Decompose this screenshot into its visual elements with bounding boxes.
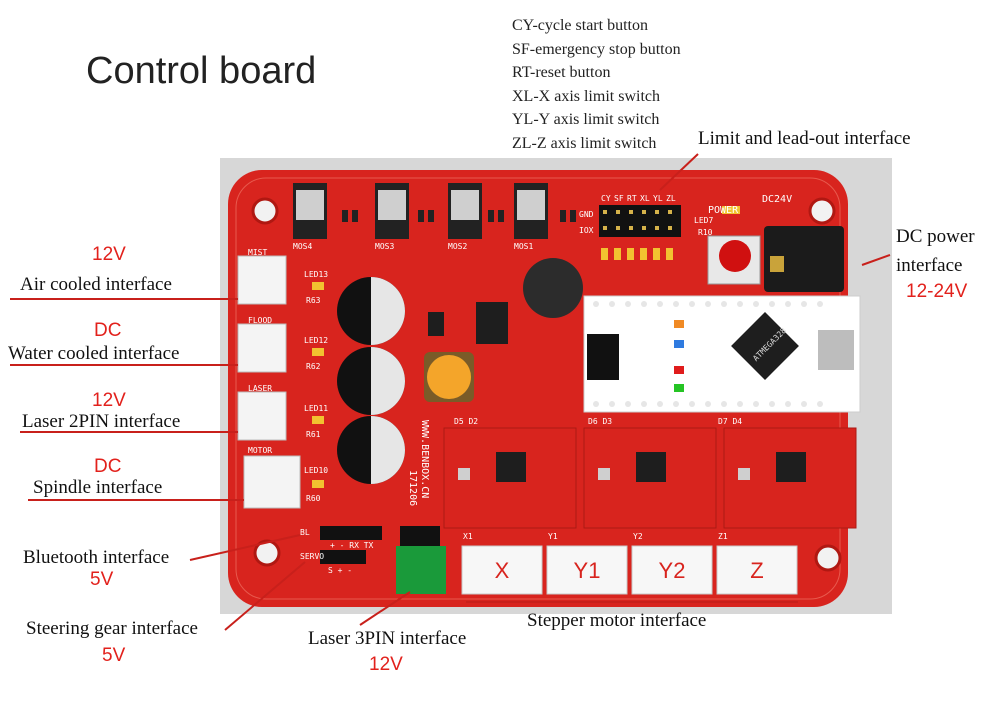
legend-item: RT-reset button: [512, 64, 611, 82]
pointer-lines: [10, 153, 891, 631]
left-connectors: [237, 255, 301, 509]
dc-power-label: DC power: [896, 226, 975, 247]
led-label: LED12: [304, 336, 329, 345]
smd-parts: [342, 210, 576, 222]
legend-item: CY-cycle start button: [512, 17, 648, 34]
mosfet-label: MOS1: [514, 242, 534, 251]
laser3-label: Laser 3PIN interface: [308, 628, 467, 649]
motor-z-label: Z: [750, 558, 764, 583]
mcu-chip: [731, 312, 799, 380]
limit-interface-label: Limit and lead-out interface: [698, 128, 911, 149]
pin-label-sf: SF: [614, 194, 624, 203]
dc24v-label: DC24V: [762, 194, 793, 205]
bluetooth-label: Bluetooth interface: [23, 547, 170, 568]
bluetooth-header: [320, 526, 382, 540]
spindle-voltage: DC: [94, 456, 122, 477]
stepper-drivers: [443, 427, 857, 529]
led-label: LED11: [304, 404, 329, 413]
mosfets: [293, 183, 548, 239]
regulator-chip: [476, 302, 508, 344]
connector-label: MIST: [248, 248, 268, 257]
bt-pin-label: + - RX TX: [330, 541, 374, 550]
laser2-label: Laser 2PIN interface: [22, 411, 181, 432]
resistor-label: R62: [306, 362, 321, 371]
water-cooled-label: Water cooled interface: [8, 343, 180, 364]
driver-label: D5 D2: [454, 417, 479, 426]
abbreviation-legend: CY-cycle start button SF-emergency stop …: [512, 14, 681, 156]
servo-header: [320, 550, 366, 564]
stepper-connectors: [461, 545, 798, 595]
mosfet-label: MOS4: [293, 242, 313, 251]
motor-y2-label: Y2: [658, 558, 686, 583]
water-voltage: DC: [94, 320, 122, 341]
r10-label: R10: [698, 228, 713, 237]
led7-label: LED7: [694, 216, 714, 225]
website-label: WWW.BENBOX.CN: [419, 420, 430, 499]
motor-pin-label: Y1: [548, 532, 558, 541]
servo-voltage: 5V: [102, 645, 126, 666]
connector-label: MOTOR: [248, 446, 273, 455]
resistor-label: R61: [306, 430, 321, 439]
legend-item: XL-X axis limit switch: [512, 87, 660, 105]
air-cooled-label: Air cooled interface: [20, 274, 172, 295]
motor-pin-label: Y2: [633, 532, 643, 541]
servo-board-label: SERVO: [300, 552, 325, 561]
buzzer: [523, 258, 583, 318]
resistor-label: R60: [306, 494, 321, 503]
spindle-label: Spindle interface: [33, 477, 163, 498]
arduino-nano: [583, 295, 861, 413]
laser-3pin-connector: [396, 546, 446, 594]
legend-item: ZL-Z axis limit switch: [512, 134, 657, 152]
bluetooth-voltage: 5V: [90, 569, 114, 590]
connector-label: FLOOD: [248, 316, 273, 325]
dc-jack: [764, 226, 844, 292]
stepper-label: Stepper motor interface: [527, 610, 707, 631]
icsp-header: [587, 334, 619, 380]
led-label: LED13: [304, 270, 329, 279]
power-button: [719, 240, 751, 272]
page-title: Control board: [86, 50, 317, 92]
limit-pin-header: [599, 205, 681, 260]
motor-pin-label: Z1: [718, 532, 728, 541]
date-label: 171206: [407, 470, 418, 507]
connector-label: LASER: [248, 384, 273, 393]
bl-label: BL: [300, 528, 310, 537]
iox-label: IOX: [579, 226, 594, 235]
power-label: POWER: [708, 205, 739, 216]
laser3-voltage: 12V: [369, 654, 403, 675]
pin-label-zl: ZL: [666, 194, 676, 203]
servo-pin-label: S + -: [328, 566, 353, 575]
motor-y1-label: Y1: [573, 558, 601, 583]
mounting-holes: [251, 197, 842, 572]
laser2-voltage: 12V: [92, 390, 126, 411]
resistor-label: R63: [306, 296, 321, 305]
mosfet-label: MOS2: [448, 242, 468, 251]
servo-label: Steering gear interface: [26, 618, 198, 639]
driver-label: D6 D3: [588, 417, 613, 426]
dc-power-label-line2: interface: [896, 255, 963, 276]
led-label: LED10: [304, 466, 329, 475]
motor-x-label: X: [494, 558, 510, 583]
capacitors: [337, 277, 405, 484]
mosfet-label: MOS3: [375, 242, 395, 251]
driver-label: D7 D4: [718, 417, 743, 426]
pin-label-rt: RT: [627, 194, 637, 203]
air-voltage: 12V: [92, 244, 126, 265]
pin-label-yl: YL: [653, 194, 663, 203]
pin-label-cy: CY: [601, 194, 611, 203]
legend-item: SF-emergency stop button: [512, 40, 681, 58]
gnd-label: GND: [579, 210, 594, 219]
pin-label-xl: XL: [640, 194, 650, 203]
dc-power-voltage: 12-24V: [906, 281, 968, 302]
legend-item: YL-Y axis limit switch: [512, 111, 660, 129]
usb-port: [818, 330, 854, 370]
motor-pin-label: X1: [463, 532, 473, 541]
